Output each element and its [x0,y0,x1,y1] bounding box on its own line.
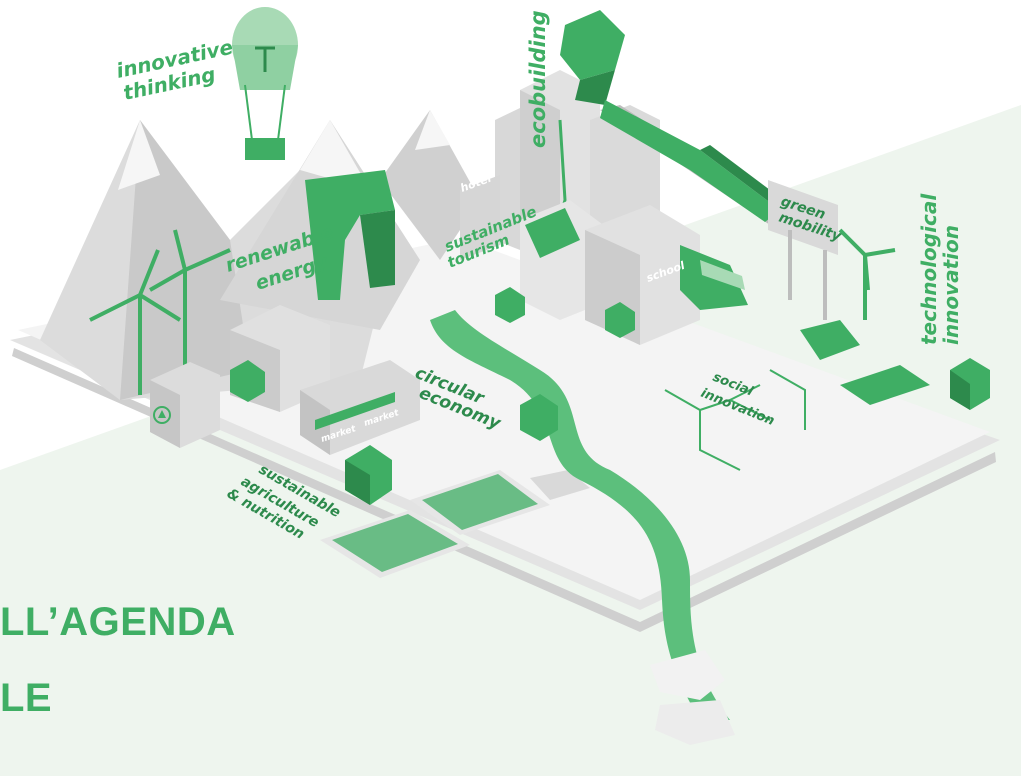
green-mobility-billboard [768,180,838,320]
social-network-lines [664,369,806,471]
label-technological: technological [917,193,941,345]
trees [230,287,990,505]
label-ecobuilding: ecobuilding [526,10,550,148]
recycle-icon [153,406,171,424]
hot-air-balloon [232,7,298,160]
market-stalls [300,360,420,455]
river [430,310,735,745]
crop-fields [320,470,550,578]
headline-line-1: LL’AGENDA [0,600,236,644]
headline-line-2: LE [0,676,53,720]
vehicles [530,245,930,500]
wind-turbines [89,228,896,395]
label-innovation: innovation [939,225,963,345]
waterfall [305,170,395,300]
train [600,100,790,225]
